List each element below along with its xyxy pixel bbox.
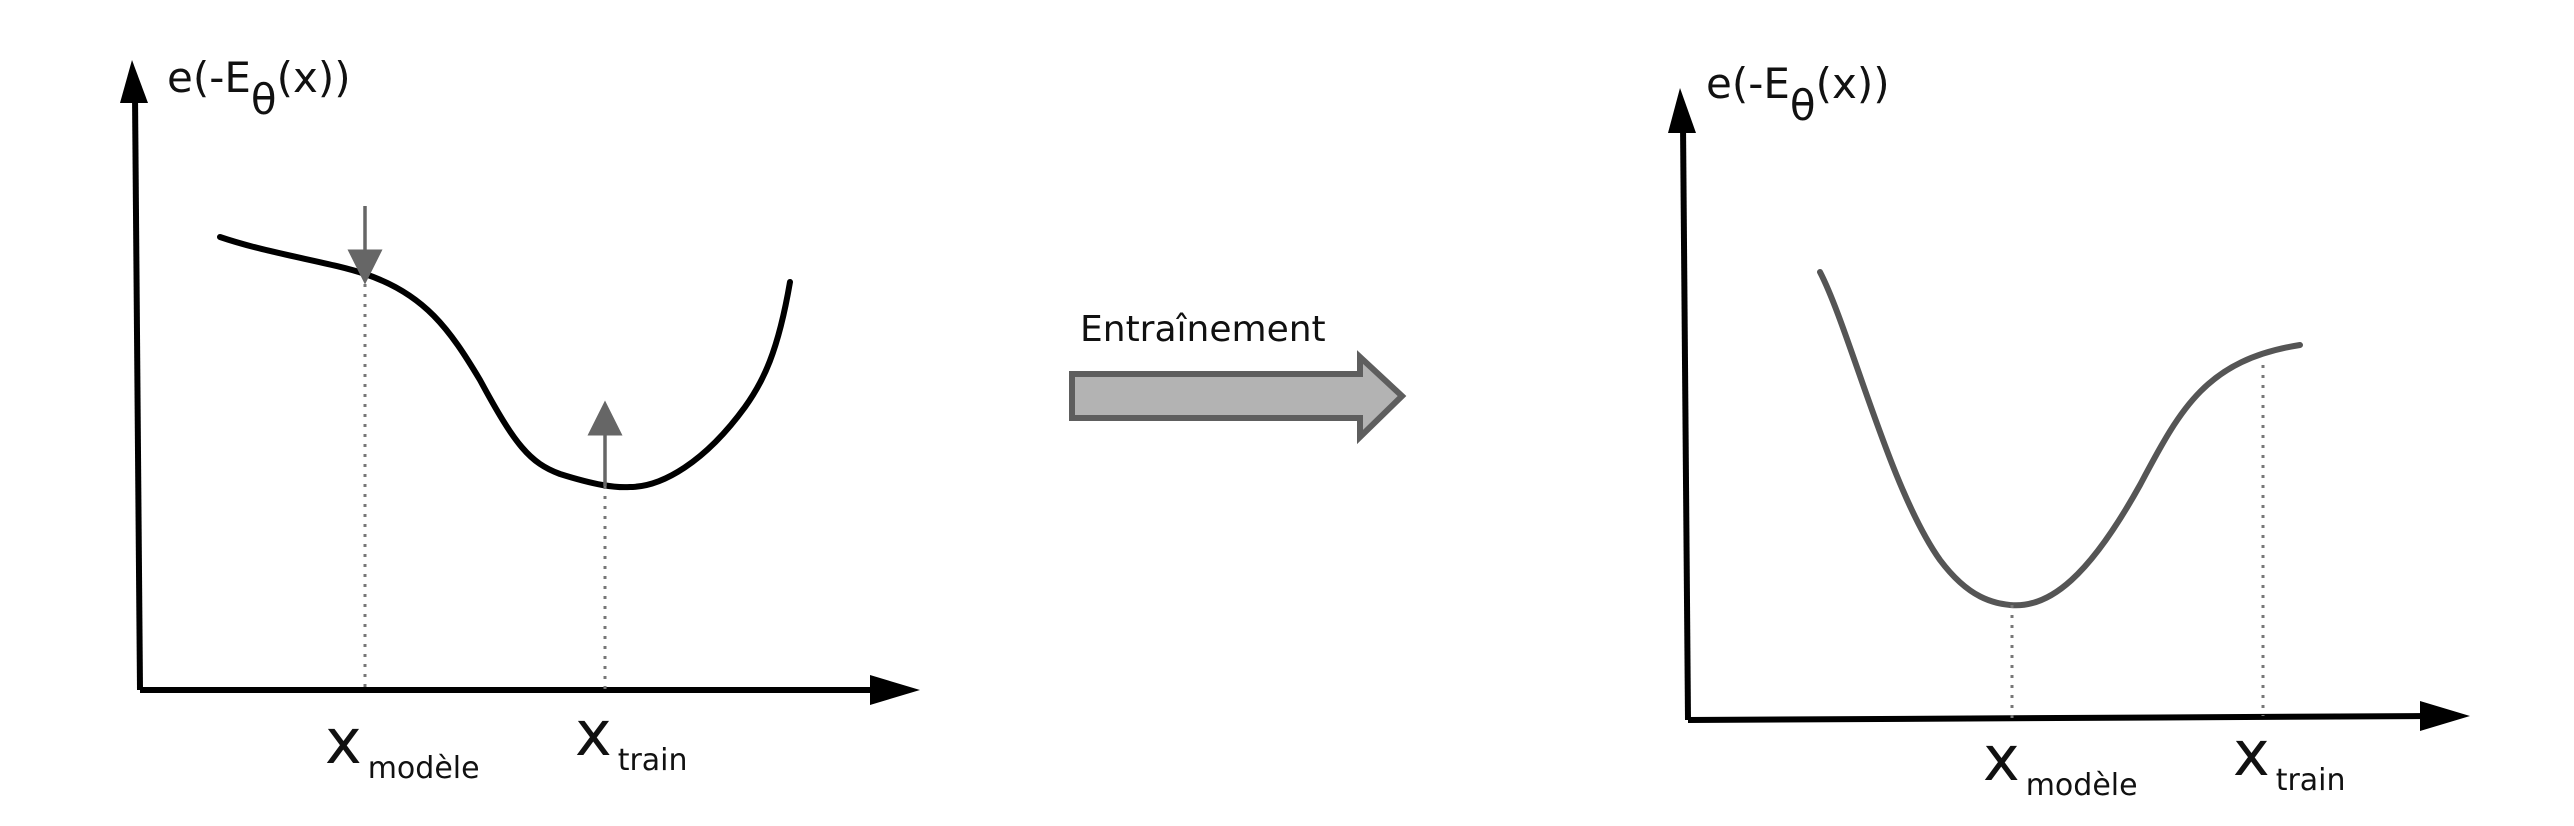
- x-axis-arrow-after: [2420, 701, 2470, 731]
- x-train-sub-after: train: [2276, 763, 2346, 798]
- x-model-main-before: x: [325, 705, 362, 778]
- y-axis-before: [132, 94, 143, 691]
- x-model-sub-before: modèle: [368, 751, 480, 786]
- y-label-tail-before: (x)): [277, 53, 351, 102]
- training-label: Entraînement: [1080, 309, 1326, 350]
- x-train-sub-before: train: [618, 743, 688, 778]
- y-label-base-after: e(-E: [1706, 59, 1790, 108]
- y-axis-label-after: e(-Eθ(x)): [1706, 59, 1890, 130]
- y-label-sub-before: θ: [251, 75, 277, 124]
- x-axis-arrow-before: [870, 675, 920, 705]
- y-axis-after: [1680, 123, 1691, 721]
- energy-curve-after: [1817, 269, 2303, 609]
- y-label-base-before: e(-E: [167, 53, 251, 102]
- x-axis-after: [1687, 713, 2431, 723]
- y-label-sub-after: θ: [1790, 81, 1816, 130]
- x-train-main-after: x: [2233, 717, 2270, 790]
- training-transition: Entraînement: [1069, 309, 1407, 445]
- energy-curve-before: [217, 234, 793, 491]
- x-model-sub-after: modèle: [2026, 768, 2138, 803]
- x-train-main-before: x: [575, 697, 612, 770]
- y-axis-arrow-after: [1668, 88, 1696, 133]
- training-arrow-icon: [1069, 350, 1407, 445]
- x-model-main-after: x: [1983, 722, 2020, 795]
- y-axis-arrow-before: [120, 60, 148, 103]
- y-label-tail-after: (x)): [1816, 59, 1890, 108]
- y-axis-label-before: e(-Eθ(x)): [167, 53, 351, 124]
